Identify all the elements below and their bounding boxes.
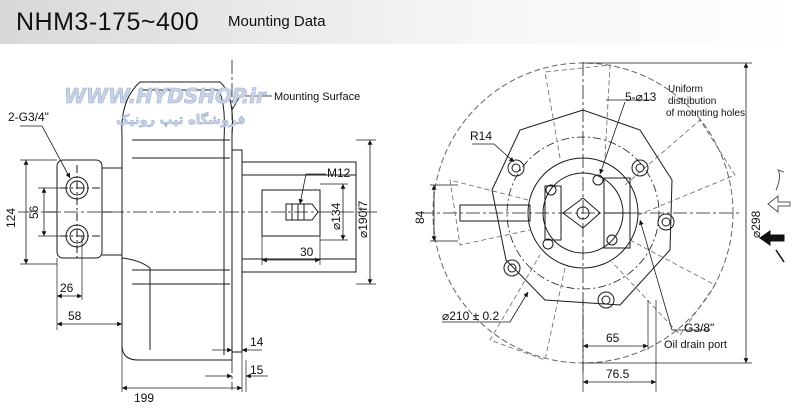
- pcd-callout: ⌀210 ± 0.2: [442, 309, 500, 323]
- dim-134: ⌀134: [329, 202, 343, 230]
- dim-190: ⌀190f7: [356, 200, 370, 238]
- mounting-flange: [231, 149, 243, 353]
- dim-14: 14: [250, 335, 264, 349]
- holes-note-1: Uniform: [668, 84, 703, 95]
- dim-15: 15: [250, 363, 264, 377]
- dim-76-5: 76.5: [606, 367, 630, 381]
- side-view: [18, 60, 378, 392]
- dim-199: 199: [134, 391, 154, 405]
- thread-callout: M12: [327, 166, 351, 180]
- port-block: [56, 159, 103, 259]
- mounting-surface-label: Mounting Surface: [274, 91, 360, 103]
- output-shaft: [261, 189, 321, 237]
- dim-56: 56: [27, 205, 41, 219]
- dim-124: 124: [4, 208, 18, 228]
- holes-note-2: distribution: [668, 96, 716, 107]
- mounting-hole-4: [597, 291, 615, 309]
- mounting-hole-5: [503, 259, 521, 277]
- rotation-arrow-cw-icon: [759, 230, 785, 263]
- mounting-hole-1: [507, 159, 525, 177]
- pilot-spigot: [241, 161, 357, 273]
- watermark-logo: WWW.HYDSHOP.ir فروشگاه تیپ رونیک: [64, 84, 268, 129]
- page-title: NHM3-175~400: [16, 8, 200, 36]
- watermark-subtext: فروشگاه تیپ رونیک: [116, 112, 246, 128]
- rotation-arrow-ccw-icon: [767, 169, 791, 214]
- page-subtitle: Mounting Data: [228, 13, 326, 30]
- dim-298: ⌀298: [749, 210, 763, 238]
- watermark-text: WWW.HYDSHOP.ir: [64, 84, 267, 108]
- drain-callout: G3/8": [684, 321, 714, 335]
- cylinder-lines: [449, 64, 736, 361]
- mounting-hole-3: [657, 213, 675, 231]
- mounting-hole-2: [631, 159, 649, 177]
- pcd-circle: [506, 136, 660, 290]
- header-bar: NHM3-175~400 Mounting Data: [0, 0, 800, 44]
- drain-note: Oil drain port: [664, 339, 727, 351]
- dim-84: 84: [413, 210, 427, 224]
- radius-callout: R14: [470, 129, 492, 143]
- holes-callout: 5-⌀13: [625, 90, 657, 104]
- flange-outline: [491, 109, 673, 306]
- dim-58: 58: [68, 309, 82, 323]
- front-view: [420, 62, 752, 392]
- holes-note-3: of mounting holes: [666, 108, 745, 119]
- shaft-thread: [285, 203, 319, 221]
- dim-26: 26: [60, 281, 74, 295]
- dim-30: 30: [300, 245, 314, 259]
- dim-65: 65: [606, 331, 620, 345]
- port-callout: 2-G3/4": [8, 110, 49, 124]
- pilot-circle: [527, 157, 639, 269]
